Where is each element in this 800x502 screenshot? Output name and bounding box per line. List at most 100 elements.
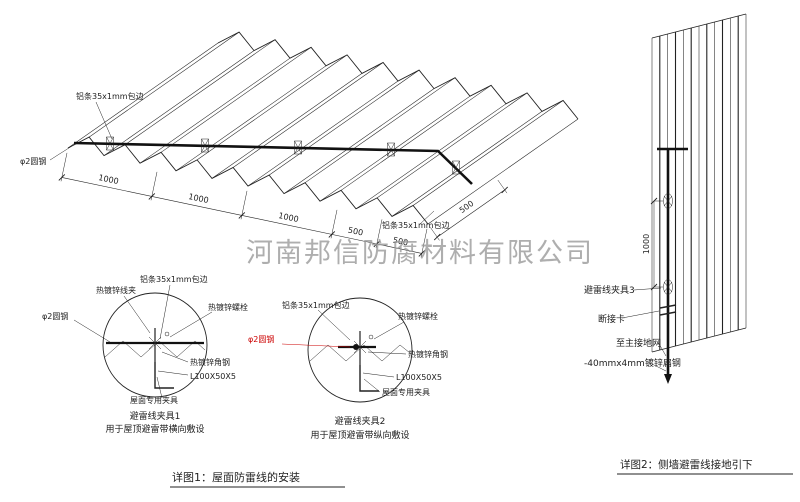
dimension-tick [238, 212, 246, 219]
bolt-icon [164, 331, 170, 337]
roof-ridge-line [88, 31, 240, 138]
clamp2-label-bolt: 热镀锌螺栓 [398, 311, 438, 321]
clamp-body [452, 160, 460, 175]
clamp2-subtitle: 用于屋顶避雷带纵向敷设 [310, 429, 409, 441]
roof-ridge-line [196, 54, 348, 161]
leader-line [161, 351, 189, 363]
wall-label-to-ground: 至主接地网 [616, 337, 661, 349]
dimension-tick [650, 283, 658, 291]
leader-line [317, 309, 351, 341]
clamp-cross [663, 195, 673, 207]
roof-ridge-line [355, 103, 507, 210]
clamp1-label-round-steel: φ2圆钢 [42, 311, 68, 321]
roof-dim-text-5: 500 [392, 236, 409, 248]
clamp-cross [663, 281, 673, 293]
leader-line [169, 311, 213, 338]
disconnect-bar [659, 311, 677, 316]
wire-clamp-icon [294, 140, 302, 155]
clamp2-title: 避雷线夹具2 [335, 415, 386, 427]
dimension-tick [433, 233, 441, 241]
clamp1-label-bolt: 热镀锌螺栓 [208, 302, 248, 312]
ground-arrow-icon [664, 374, 672, 384]
roof-ridge-line [283, 88, 435, 194]
leader-line [363, 378, 381, 393]
leader-line [156, 376, 163, 399]
roof-ridge-line [211, 73, 363, 179]
leader-line-red [281, 343, 351, 348]
clamp-cross [106, 136, 114, 151]
wall-clamp-icon [663, 193, 673, 209]
wire-clamp-icon [387, 142, 395, 157]
wire-clamp-icon [452, 160, 460, 175]
clamp1-detail: 热镀锌线夹 铝条35x1mm包边 热镀锌螺栓 φ2圆钢 热镀锌角钢 L100X5… [42, 274, 248, 435]
clamp-body [106, 136, 114, 151]
roof-dim-text-1: 1000 [98, 173, 120, 186]
leader-line [362, 372, 395, 378]
bolt-icon [368, 334, 374, 340]
roof-label-round-steel: φ2圆钢 [20, 156, 46, 166]
roof-profile-section [104, 340, 206, 358]
clamp-cross [294, 140, 302, 155]
leader-line [49, 145, 73, 161]
leader-line [633, 287, 662, 291]
clamp-body [387, 142, 395, 157]
clamp1-label-wire-clip: 热镀锌线夹 [96, 285, 136, 295]
roof-dim-text-4: 500 [347, 226, 364, 238]
clamp1-label-angle: 热镀锌角钢 [190, 357, 230, 367]
clamp-body [663, 279, 673, 295]
roof-leader-lines [49, 101, 435, 225]
roof-corrugation [67, 31, 579, 225]
wall-leader-lines [621, 287, 667, 372]
dimension-tick [501, 186, 509, 194]
roof-ridge-line [247, 80, 399, 187]
roof-ridge-line [412, 100, 564, 206]
clamp1-label-alu: 铝条35x1mm包边 [140, 274, 208, 284]
roof-ridge-line [340, 85, 492, 191]
clamp1-subtitle: 用于屋顶避雷带横向敷设 [105, 423, 204, 435]
dimension-line [437, 189, 505, 238]
caption-detail-2: 详图2：侧墙避雷线接地引下 [620, 458, 753, 471]
leader-line [657, 341, 667, 357]
dimension-tick [418, 250, 426, 257]
roof-dim-text-2: 1000 [188, 192, 210, 205]
clamp1-leader-lines [73, 284, 213, 399]
clamp2-label-angle: 热镀锌角钢 [408, 349, 448, 359]
clamp2-label-round-steel: φ2圆钢 [248, 334, 274, 344]
wall-dimension [650, 197, 663, 291]
roof-ridge-line [160, 47, 312, 153]
angle-steel [359, 365, 379, 392]
detail-circle-1 [102, 292, 208, 398]
leader-line [367, 351, 407, 355]
clamp2-label-alu: 铝条35x1mm包边 [282, 300, 350, 310]
clamp2-label-roof-clamp: 屋面专用夹具 [382, 387, 430, 397]
leader-line [373, 321, 405, 340]
roof-profile-section [309, 344, 411, 362]
roof-wire-clamps [106, 136, 460, 175]
roof-label-alu-bottom: 铝条35x1mm包边 [382, 220, 450, 230]
roof-dim-text-3: 1000 [278, 211, 300, 224]
leader-line [157, 370, 189, 376]
roof-ridge-line [103, 50, 255, 156]
extension-line [430, 227, 440, 241]
leader-line [159, 284, 171, 340]
roof-label-alu-top: 铝条35x1mm包边 [76, 91, 144, 101]
roof-ridge-line [124, 39, 276, 145]
wire-clamp-icon [201, 138, 209, 153]
clamp-cross [353, 340, 367, 354]
dimension-tick [373, 240, 381, 248]
dimension-tick [58, 174, 66, 181]
roof-ridge-line [232, 62, 384, 168]
extension-line [497, 179, 508, 194]
roof-lightning-wire [73, 141, 473, 185]
clamp1-title: 避雷线夹具1 [130, 410, 181, 422]
clamp-cross [148, 336, 162, 350]
roof-dimension-lines [58, 152, 509, 258]
clamp1-label-angle-spec: L100X50X5 [190, 372, 236, 381]
leader-line [123, 295, 151, 334]
clamp2-detail: 铝条35x1mm包边 热镀锌螺栓 φ2圆钢 热镀锌角钢 L100X50X5 屋面… [248, 297, 448, 441]
clamp1-label-roof-clamp: 屋面专用夹具 [130, 395, 178, 405]
roof-ridge-line [175, 65, 327, 172]
wall-corrugation [651, 13, 747, 353]
